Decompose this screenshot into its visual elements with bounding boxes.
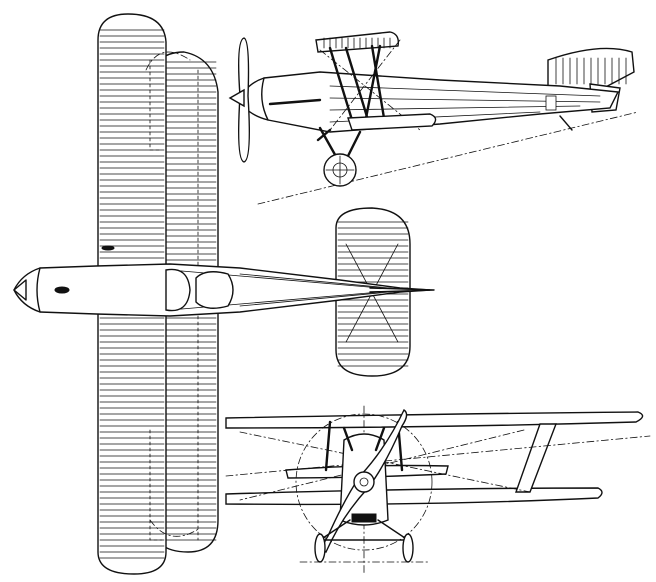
front-upper-wing <box>225 411 644 429</box>
side-ground-line <box>257 111 639 205</box>
plan-view <box>13 13 435 575</box>
front-view <box>225 405 651 575</box>
plan-cockpit-front <box>165 268 191 312</box>
side-cowl-line <box>261 77 269 121</box>
side-tail-ribs <box>555 57 627 85</box>
front-gear-struts <box>319 519 409 541</box>
side-wheel-cross <box>325 155 355 185</box>
front-radiator <box>351 513 377 523</box>
side-view <box>228 31 639 205</box>
side-tail-hatch <box>545 95 557 111</box>
plan-oil-cap <box>54 286 70 294</box>
side-exhaust <box>268 98 322 106</box>
front-interplane-strut <box>515 423 558 493</box>
front-wheel-right <box>402 533 414 563</box>
front-lower-wing <box>225 487 603 506</box>
plan-aileron-line-bottom <box>149 429 163 541</box>
side-tailskid <box>559 115 573 131</box>
front-cabane <box>324 420 404 472</box>
plan-spinner <box>13 279 27 301</box>
front-prop-disc <box>295 413 433 551</box>
side-upper-wing-ribs <box>323 37 391 49</box>
plan-tail-fin-line <box>369 287 435 293</box>
plan-fuselage-stringers <box>169 269 401 311</box>
side-spinner <box>228 88 245 108</box>
side-cabane-struts <box>328 44 386 122</box>
side-lower-wing <box>347 113 437 131</box>
plan-wing-marker <box>101 245 115 251</box>
plan-nose-cowl <box>36 267 41 313</box>
plan-lower-wing-ribs <box>165 61 217 541</box>
front-spinner-hub <box>359 477 369 487</box>
side-fuselage-stringers <box>329 85 601 123</box>
plan-diag-brace <box>145 51 201 537</box>
plan-aileron-line-top <box>149 59 163 151</box>
front-prop-blade-a <box>359 408 408 490</box>
front-wheel-left <box>314 533 326 563</box>
plan-cockpit-rear <box>195 271 234 309</box>
side-upper-wing <box>315 31 400 53</box>
plan-upper-wing-ribs <box>99 29 165 559</box>
